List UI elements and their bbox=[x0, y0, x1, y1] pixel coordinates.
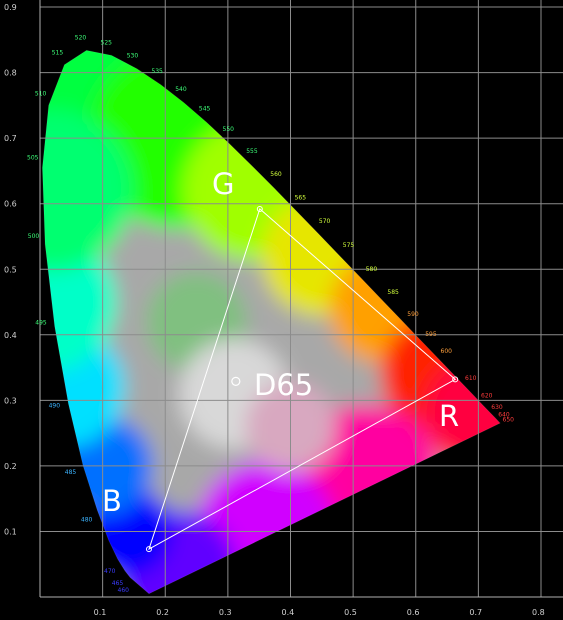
wavelength-label-480: 480 bbox=[81, 517, 93, 524]
wavelength-label-560: 560 bbox=[270, 171, 282, 178]
primary-point-B bbox=[145, 546, 152, 553]
wavelength-label-525: 525 bbox=[101, 39, 113, 46]
x-tick-label-0.1: 0.1 bbox=[94, 608, 107, 617]
label-b: B bbox=[102, 484, 122, 518]
y-tick-label-0.7: 0.7 bbox=[4, 134, 17, 143]
wavelength-label-570: 570 bbox=[319, 218, 331, 225]
wavelength-label-490: 490 bbox=[49, 403, 61, 410]
wavelength-label-585: 585 bbox=[387, 289, 399, 296]
wavelength-label-640: 640 bbox=[498, 412, 510, 419]
wavelength-labels: 520 525 530 515 535 540 510 545 550 505 555 560 565 5… bbox=[27, 35, 514, 594]
wavelength-label-495: 495 bbox=[35, 319, 47, 326]
wavelength-label-580: 580 bbox=[366, 266, 378, 273]
grid-lines bbox=[39, 0, 563, 598]
y-tick-label-0.9: 0.9 bbox=[4, 3, 17, 12]
wavelength-label-505: 505 bbox=[27, 154, 39, 161]
y-tick-label-0.4: 0.4 bbox=[4, 331, 17, 340]
label-g: G bbox=[212, 167, 234, 201]
wavelength-label-540: 540 bbox=[175, 86, 187, 93]
y-tick-label-0.6: 0.6 bbox=[4, 200, 17, 209]
y-tick-label-0.5: 0.5 bbox=[4, 265, 17, 274]
white-point-marker bbox=[231, 376, 241, 386]
wavelength-label-595: 595 bbox=[425, 331, 437, 338]
wavelength-label-485: 485 bbox=[65, 469, 77, 476]
gamut-triangle-outline bbox=[148, 208, 457, 551]
primary-point-G bbox=[256, 205, 263, 212]
wavelength-label-470: 470 bbox=[104, 568, 116, 575]
wavelength-label-630: 630 bbox=[491, 404, 503, 411]
wavelength-label-535: 535 bbox=[151, 68, 163, 75]
y-tick-label-0.3: 0.3 bbox=[4, 396, 17, 405]
wavelength-label-555: 555 bbox=[246, 148, 258, 155]
primary-point-R bbox=[452, 376, 459, 383]
wavelength-label-565: 565 bbox=[295, 194, 307, 201]
y-tick-label-0.8: 0.8 bbox=[4, 69, 17, 78]
x-tick-label-0.8: 0.8 bbox=[532, 608, 545, 617]
wavelength-label-510: 510 bbox=[35, 91, 47, 98]
wavelength-label-610: 610 bbox=[465, 375, 477, 382]
wavelength-label-515: 515 bbox=[52, 49, 64, 56]
x-tick-label-0.7: 0.7 bbox=[469, 608, 482, 617]
label-d65: D65 bbox=[254, 368, 313, 402]
wavelength-label-500: 500 bbox=[28, 233, 40, 240]
y-tick-label-0.1: 0.1 bbox=[4, 527, 17, 536]
wavelength-label-620: 620 bbox=[481, 393, 493, 400]
wavelength-label-465: 465 bbox=[112, 580, 124, 587]
gamut-blob-14 bbox=[42, 110, 133, 271]
wavelength-label-545: 545 bbox=[199, 105, 211, 112]
wavelength-label-520: 520 bbox=[75, 35, 87, 42]
x-tick-label-0.4: 0.4 bbox=[282, 608, 295, 617]
axis-tick-labels: 0.1 0.2 0.3 0.4 0.5 0.6 0.7 0.8 0.1 0.2 0.3 0.4 0.5 0… bbox=[4, 3, 545, 617]
wavelength-label-650: 650 bbox=[503, 416, 515, 423]
wavelength-label-575: 575 bbox=[343, 242, 355, 249]
wavelength-label-460: 460 bbox=[118, 587, 130, 594]
x-tick-label-0.3: 0.3 bbox=[219, 608, 232, 617]
wavelength-label-530: 530 bbox=[127, 52, 139, 59]
wavelength-label-590: 590 bbox=[407, 311, 419, 318]
label-r: R bbox=[439, 399, 459, 433]
gamut-triangle bbox=[145, 205, 459, 553]
wavelength-label-550: 550 bbox=[223, 126, 235, 133]
y-tick-label-0.2: 0.2 bbox=[4, 462, 17, 471]
wavelength-label-600: 600 bbox=[441, 348, 453, 355]
x-tick-label-0.6: 0.6 bbox=[407, 608, 420, 617]
x-tick-label-0.5: 0.5 bbox=[344, 608, 357, 617]
x-tick-label-0.2: 0.2 bbox=[156, 608, 169, 617]
